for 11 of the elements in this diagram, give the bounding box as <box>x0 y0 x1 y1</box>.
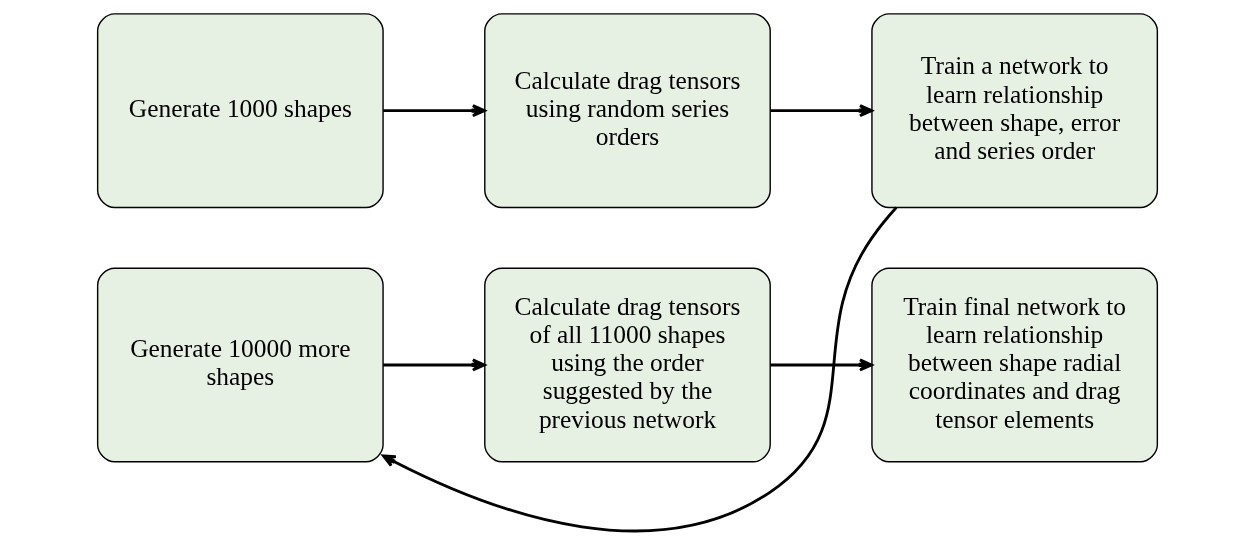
arrow <box>381 206 897 533</box>
arrow <box>382 358 486 372</box>
node-box: Generate 10000 more shapes <box>96 267 384 463</box>
arrow <box>769 358 873 372</box>
node-box: Generate 1000 shapes <box>96 13 384 209</box>
node-box: Train a network to learn relationship between shape, error and series order <box>870 13 1158 209</box>
arrow <box>769 104 873 118</box>
arrow <box>382 104 486 118</box>
node-box: Calculate drag tensors using random series orders <box>483 13 771 209</box>
node-box: Calculate drag tensors of all 11000 shapes using the order suggested by the previous network <box>483 267 771 463</box>
node-box: Train final network to learn relationship between shape radial coordinates and drag tensor elements <box>870 267 1158 463</box>
